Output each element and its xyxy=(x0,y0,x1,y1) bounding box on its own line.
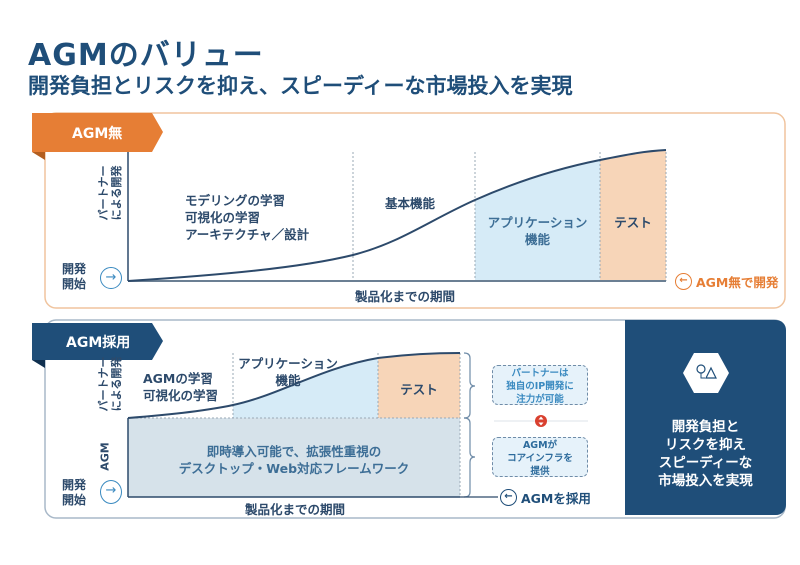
tab-fold xyxy=(32,152,45,160)
effort-curve xyxy=(127,149,667,282)
learning-line: モデリングの学習 xyxy=(185,193,286,208)
axis-line-1: パートナー xyxy=(97,356,110,412)
app-phase-label-2: アプリケーション 機能 xyxy=(233,355,343,389)
arrow-left-icon: ← xyxy=(500,489,517,506)
end-label: AGMを採用 xyxy=(521,491,591,506)
callout-line: 独自のIP開発に xyxy=(506,381,574,392)
callout-line: パートナーは xyxy=(511,368,569,379)
learning-phase-label-2: AGMの学習 可視化の学習 xyxy=(143,370,218,404)
x-axis-label: 製品化までの期間 xyxy=(355,289,456,304)
result-line: 市場投入を実現 xyxy=(658,473,753,489)
result-line: リスクを抑え xyxy=(665,437,746,453)
result-panel: 開発負担と リスクを抑え スピーディーな 市場投入を実現 xyxy=(625,320,786,515)
test-phase-label-2: テスト xyxy=(400,382,438,397)
callout-line: AGMが xyxy=(522,440,558,451)
arrow-left-icon: ← xyxy=(675,273,692,290)
app-phase-fill xyxy=(475,160,600,281)
learning-line: AGMの学習 xyxy=(143,371,213,386)
with-tab-shape xyxy=(32,323,163,360)
without-agm-tab: AGM無 xyxy=(72,126,123,142)
with-agm-tab: AGM採用 xyxy=(66,335,131,351)
arrow-right-icon: → xyxy=(100,267,122,289)
axis-line-2: による開発 xyxy=(110,356,123,412)
start-line-2: 開始 xyxy=(62,277,87,291)
app-phase-fill-2 xyxy=(233,358,378,418)
effort-curve-2 xyxy=(127,352,461,419)
page-subtitle: 開発負担とリスクを抑え、スピーディーな市場投入を実現 xyxy=(28,74,573,98)
app-line: 機能 xyxy=(275,373,301,388)
end-label: AGM無で開発 xyxy=(696,275,779,290)
framework-line: 即時導入可能で、拡張性重視の xyxy=(206,444,382,459)
result-line: スピーディーな xyxy=(658,455,753,471)
start-line-2: 開始 xyxy=(62,493,87,507)
app-line: アプリケーション xyxy=(238,356,338,371)
app-line: 機能 xyxy=(524,232,550,247)
agm-axis-label: AGM xyxy=(80,442,130,471)
partner-axis-label: パートナー による開発 xyxy=(60,166,160,221)
brace-partner xyxy=(463,352,476,419)
swap-icon xyxy=(535,415,547,427)
learning-line: アーキテクチャ／設計 xyxy=(185,227,310,242)
result-line: 開発負担と xyxy=(671,419,740,435)
test-phase-fill xyxy=(600,150,666,281)
dev-start-label-2: 開発 開始 xyxy=(62,478,86,508)
agm-axis-text: AGM xyxy=(98,442,112,471)
partner-callout: パートナーは 独自のIP開発に 注力が可能 xyxy=(492,365,588,405)
tab-fold-2 xyxy=(32,360,45,368)
x-axis-label-2: 製品化までの期間 xyxy=(245,502,346,517)
learning-phase-label: モデリングの学習 可視化の学習 アーキテクチャ／設計 xyxy=(185,192,309,243)
framework-label: 即時導入可能で、拡張性重視の デスクトップ・Web対応フレームワーク xyxy=(128,443,460,477)
test-phase-label: テスト xyxy=(614,215,652,230)
dev-start-label: 開発 開始 xyxy=(62,262,86,292)
without-tab-shape xyxy=(32,113,163,152)
callout-line: 提供 xyxy=(530,466,550,477)
start-line-1: 開発 xyxy=(62,262,87,276)
without-agm-end: ← AGM無で開発 xyxy=(675,272,778,291)
axis-line-1: パートナー xyxy=(97,165,110,221)
brace-agm xyxy=(463,417,476,498)
learning-line: 可視化の学習 xyxy=(143,388,219,403)
with-agm-end: ← AGMを採用 xyxy=(500,488,591,507)
framework-line: デスクトップ・Web対応フレームワーク xyxy=(178,461,410,476)
components-icon xyxy=(683,353,729,393)
callout-line: コアインフラを xyxy=(507,453,573,464)
callout-line: 注力が可能 xyxy=(516,394,564,405)
arrow-right-icon: → xyxy=(100,480,122,504)
result-text: 開発負担と リスクを抑え スピーディーな 市場投入を実現 xyxy=(625,418,786,490)
agm-base-fill xyxy=(128,418,460,497)
start-line-1: 開発 xyxy=(62,478,87,492)
test-phase-fill-2 xyxy=(378,353,460,418)
app-phase-label: アプリケーション 機能 xyxy=(475,214,600,248)
basic-phase-label: 基本機能 xyxy=(385,196,436,211)
agm-callout: AGMが コアインフラを 提供 xyxy=(492,437,588,477)
page-title: AGMのバリュー xyxy=(28,38,264,73)
app-line: アプリケーション xyxy=(487,215,588,230)
axis-line-2: による開発 xyxy=(110,165,123,221)
learning-line: 可視化の学習 xyxy=(185,210,261,225)
